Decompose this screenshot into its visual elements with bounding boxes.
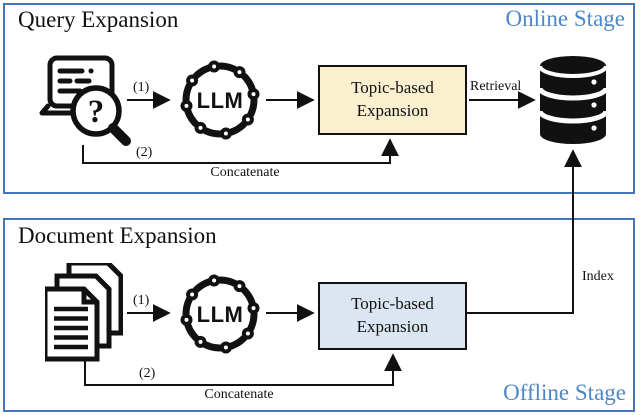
box-text-line1: Topic-based: [351, 78, 434, 98]
database-icon: [537, 56, 609, 144]
offline-panel-title: Document Expansion: [18, 223, 217, 248]
step1-label-online: (1): [133, 80, 150, 95]
llm-icon-online: LLM: [180, 60, 260, 140]
llm-icon-offline: LLM: [180, 274, 260, 354]
topic-expansion-box-offline: Topic-based Expansion: [318, 282, 467, 350]
concatenate-label-online: Concatenate: [210, 165, 280, 180]
magnifier-icon: ?: [70, 85, 131, 146]
llm-text: LLM: [197, 88, 244, 113]
front-page: [45, 286, 100, 362]
box-text-line2: Expansion: [356, 101, 429, 120]
box-text-line1: Topic-based: [351, 294, 434, 314]
box-text-line2: Expansion: [356, 317, 429, 336]
magnifier-handle: [108, 123, 131, 146]
question-mark-glyph: ?: [88, 94, 105, 130]
offline-stage-label: Offline Stage: [503, 380, 626, 405]
retrieval-label: Retrieval: [470, 79, 522, 94]
database-dots: [591, 79, 597, 131]
llm-text: LLM: [197, 302, 244, 327]
llm-ring-nodes: [180, 60, 260, 140]
online-panel-title: Query Expansion: [18, 7, 179, 32]
query-search-icon: ?: [39, 55, 131, 146]
online-stage-label: Online Stage: [505, 6, 625, 31]
concatenate-label-offline: Concatenate: [204, 387, 274, 402]
step2-label-offline: (2): [139, 366, 156, 381]
step2-label-online: (2): [136, 145, 153, 160]
documents-stack-icon: [45, 263, 123, 362]
index-label: Index: [582, 269, 614, 284]
step1-label-offline: (1): [133, 293, 150, 308]
topic-expansion-box-online: Topic-based Expansion: [318, 65, 467, 135]
laptop-base: [39, 103, 81, 116]
llm-ring-nodes: [180, 274, 260, 354]
